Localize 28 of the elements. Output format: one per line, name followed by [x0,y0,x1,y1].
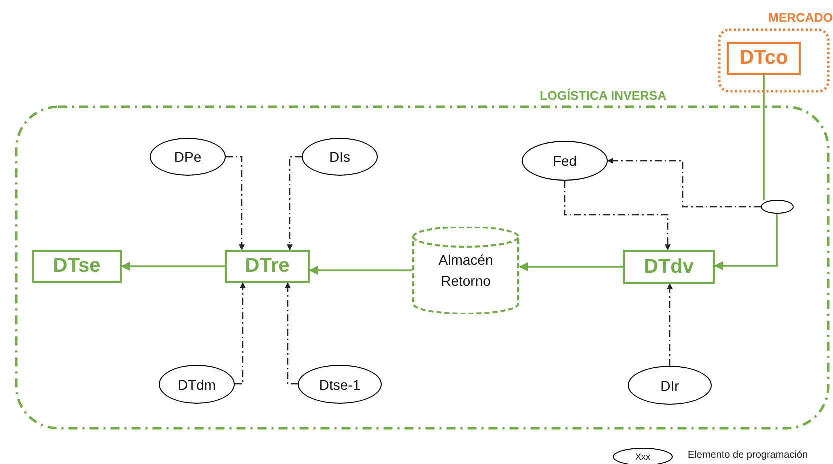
arrow [226,156,245,251]
process-box: DTre [225,250,310,283]
process-box: DTse [32,250,122,283]
process-box: DTdv [623,250,715,284]
region-label: LOGÍSTICA INVERSA [540,89,667,103]
legend-text: Elemento de programación [688,450,808,461]
empty-ellipse [761,200,794,214]
dashed-region [15,86,830,430]
arrow [714,214,778,270]
arrow [519,262,623,272]
data-ellipse: DPe [150,138,226,176]
arrow [287,156,302,251]
process-box: DTco [727,42,801,75]
arrow [607,158,761,208]
legend-ellipse: Xxx [613,448,673,464]
data-ellipse: DIr [628,366,712,405]
data-ellipse: DIs [302,138,378,176]
arrow [121,262,225,271]
arrow [285,282,298,385]
arrow [564,181,671,251]
arrow [235,282,246,385]
region-label: MERCADO [768,11,833,25]
arrow [667,283,673,366]
data-ellipse: Dtse-1 [298,365,382,404]
data-ellipse: DTdm [159,365,235,404]
arrow [309,266,412,275]
data-ellipse: Fed [522,141,608,181]
storage-cylinder: Almacén Retorno [412,227,520,314]
